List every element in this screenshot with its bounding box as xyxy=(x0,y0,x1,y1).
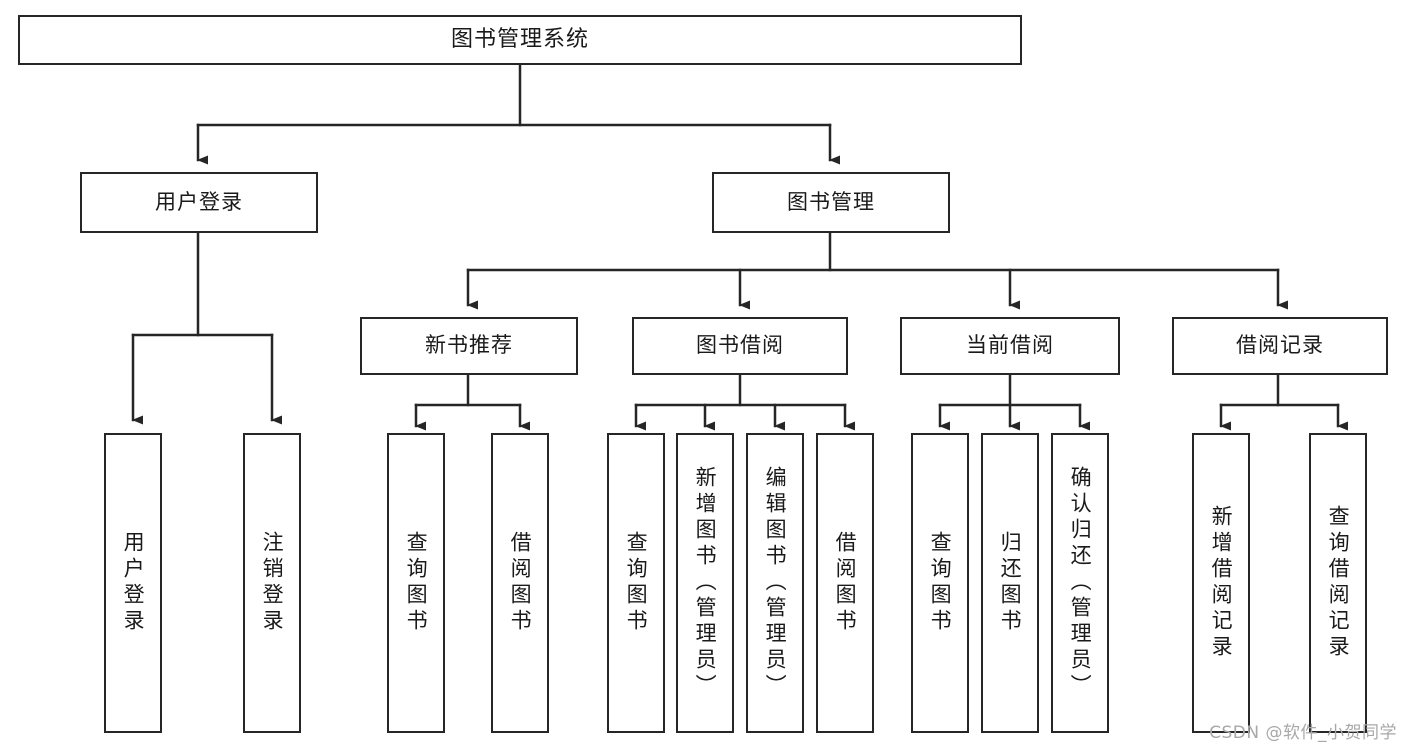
node-user-login[interactable]: 用户登录 xyxy=(80,172,318,233)
leaf-current-confirm-return[interactable]: 确认归还（管理员） xyxy=(1051,433,1109,733)
node-label: 借阅图书 xyxy=(508,531,533,635)
node-label: 新增借阅记录 xyxy=(1209,505,1234,661)
node-label: 归还图书 xyxy=(998,531,1023,635)
node-label: 新增图书（管理员） xyxy=(693,466,718,700)
leaf-current-query-book[interactable]: 查询图书 xyxy=(911,433,969,733)
node-book-borrow[interactable]: 图书借阅 xyxy=(632,317,848,375)
node-label: 新书推荐 xyxy=(425,333,513,358)
leaf-record-query-record[interactable]: 查询借阅记录 xyxy=(1309,433,1367,733)
leaf-borrow-query-book[interactable]: 查询图书 xyxy=(607,433,665,733)
node-label: 注销登录 xyxy=(260,531,285,635)
leaf-borrow-lend-book[interactable]: 借阅图书 xyxy=(816,433,874,733)
leaf-borrow-add-book[interactable]: 新增图书（管理员） xyxy=(676,433,734,733)
node-current-borrow[interactable]: 当前借阅 xyxy=(900,317,1120,375)
node-label: 确认归还（管理员） xyxy=(1068,466,1093,700)
node-label: 用户登录 xyxy=(155,189,243,214)
node-borrow-record[interactable]: 借阅记录 xyxy=(1172,317,1388,375)
leaf-current-return-book[interactable]: 归还图书 xyxy=(981,433,1039,733)
node-label: 编辑图书（管理员） xyxy=(763,466,788,700)
node-label: 图书管理系统 xyxy=(450,26,589,52)
leaf-newbook-borrow-book[interactable]: 借阅图书 xyxy=(491,433,549,733)
node-label: 查询图书 xyxy=(624,531,649,635)
node-root-book-management-system[interactable]: 图书管理系统 xyxy=(18,15,1022,65)
node-label: 查询借阅记录 xyxy=(1326,505,1351,661)
leaf-record-add-record[interactable]: 新增借阅记录 xyxy=(1192,433,1250,733)
node-label: 查询图书 xyxy=(404,531,429,635)
node-label: 查询图书 xyxy=(928,531,953,635)
leaf-newbook-query-book[interactable]: 查询图书 xyxy=(387,433,445,733)
leaf-borrow-edit-book[interactable]: 编辑图书（管理员） xyxy=(746,433,804,733)
node-book-management[interactable]: 图书管理 xyxy=(712,172,950,233)
node-label: 借阅图书 xyxy=(833,531,858,635)
node-label: 当前借阅 xyxy=(966,333,1054,358)
watermark: CSDN @软件_小贺同学 xyxy=(1209,723,1397,743)
node-label: 借阅记录 xyxy=(1236,333,1324,358)
leaf-user-login[interactable]: 用户登录 xyxy=(104,433,162,733)
node-label: 图书借阅 xyxy=(696,333,784,358)
node-label: 用户登录 xyxy=(121,531,146,635)
leaf-logout[interactable]: 注销登录 xyxy=(243,433,301,733)
node-label: 图书管理 xyxy=(787,189,875,214)
node-new-book-recommend[interactable]: 新书推荐 xyxy=(360,317,578,375)
